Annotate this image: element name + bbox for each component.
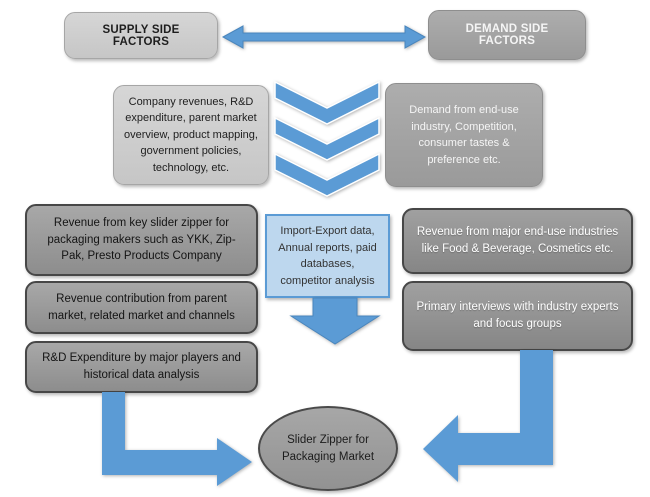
right-column-box-end-use-revenue: Revenue from major end-use industries li… xyxy=(402,208,633,274)
chevrons-down-icon xyxy=(274,80,380,197)
result-label: Slider Zipper for Packaging Market xyxy=(281,433,375,463)
right-column-box-primary-interviews-text: Primary interviews with industry experts… xyxy=(416,301,619,330)
left-column-box-revenue-contribution-text: Revenue contribution from parent market,… xyxy=(48,292,235,322)
supply-side-factors-label: SUPPLY SIDE FACTORS xyxy=(102,23,180,48)
demand-detail-text: Demand from end-use industry, Competitio… xyxy=(409,104,519,166)
supply-side-factors-box: SUPPLY SIDE FACTORS xyxy=(64,12,218,59)
left-column-box-rd-expenditure: R&D Expenditure by major players and his… xyxy=(25,341,258,393)
demand-detail-box: Demand from end-use industry, Competitio… xyxy=(385,83,543,187)
result-ellipse: Slider Zipper for Packaging Market xyxy=(258,406,398,491)
right-column-box-primary-interviews: Primary interviews with industry experts… xyxy=(402,281,633,351)
left-column-box-revenue-contribution: Revenue contribution from parent market,… xyxy=(25,281,258,334)
data-sources-text: Import-Export data, Annual reports, paid… xyxy=(278,225,377,287)
left-column-box-key-revenue-text: Revenue from key slider zipper for packa… xyxy=(47,216,236,263)
left-column-box-key-revenue: Revenue from key slider zipper for packa… xyxy=(25,204,258,276)
data-sources-box: Import-Export data, Annual reports, paid… xyxy=(265,214,390,298)
right-column-box-end-use-revenue-text: Revenue from major end-use industries li… xyxy=(416,226,619,255)
elbow-arrow-left-icon xyxy=(102,392,252,486)
elbow-arrow-right-icon xyxy=(423,350,553,482)
down-arrow-icon xyxy=(289,297,381,345)
demand-side-factors-box: DEMAND SIDE FACTORS xyxy=(428,10,586,60)
supply-detail-text: Company revenues, R&D expenditure, paren… xyxy=(124,95,258,174)
demand-side-factors-label: DEMAND SIDE FACTORS xyxy=(465,23,549,47)
supply-detail-box: Company revenues, R&D expenditure, paren… xyxy=(113,85,269,185)
bidirectional-arrow-icon xyxy=(221,25,427,49)
left-column-box-rd-expenditure-text: R&D Expenditure by major players and his… xyxy=(42,352,241,381)
